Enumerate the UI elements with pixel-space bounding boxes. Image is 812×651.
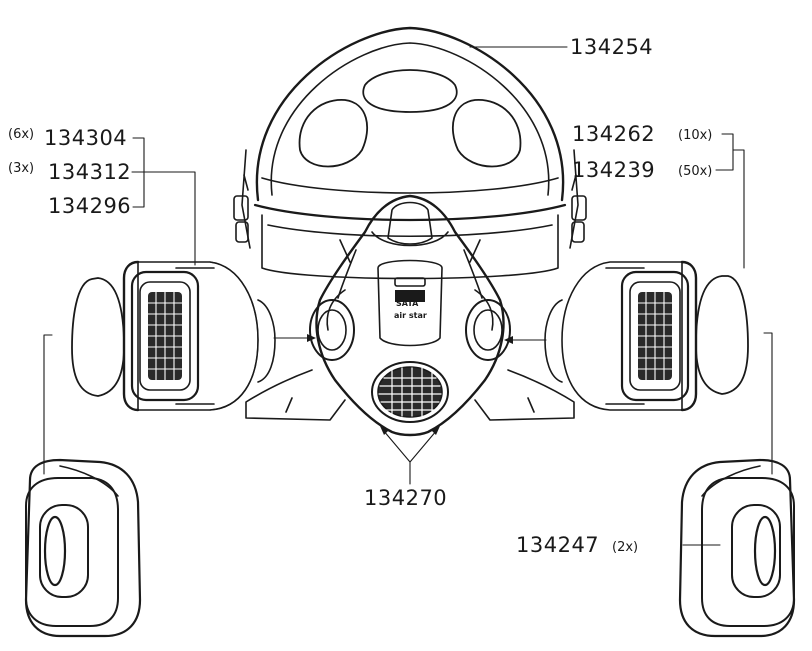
right-retainer [678,458,796,638]
qty-right-2: (50x) [678,164,713,179]
left-retainer [24,458,142,638]
left-filter-cartridge [122,260,276,412]
qty-left-1: (6x) [8,127,35,142]
headband-harness [233,26,587,280]
qty-retainer: (2x) [612,540,639,555]
right-filter-cartridge [544,260,698,412]
part-number-left-1: 134304 [44,126,128,150]
right-filter-grille [637,291,673,381]
left-prefilter-pad [71,277,125,397]
part-number-retainer: 134247 [516,533,600,557]
part-number-left-2: 134312 [48,160,132,184]
left-filter-grille [147,291,183,381]
part-number-right-1: 134262 [572,122,656,146]
part-number-left-3: 134296 [48,194,132,218]
brand-logo-text: SATA [396,299,419,308]
qty-right-1: (10x) [678,128,713,143]
right-prefilter-pad [695,275,749,395]
half-mask-body [245,194,575,437]
qty-left-2: (3x) [8,161,35,176]
leader-arrowheads [307,334,513,435]
part-number-right-2: 134239 [572,158,656,182]
leader-lines [43,46,773,546]
part-number-valves: 134270 [364,486,448,510]
brand-product-text: air star [394,311,427,320]
part-number-headband: 134254 [570,35,654,59]
